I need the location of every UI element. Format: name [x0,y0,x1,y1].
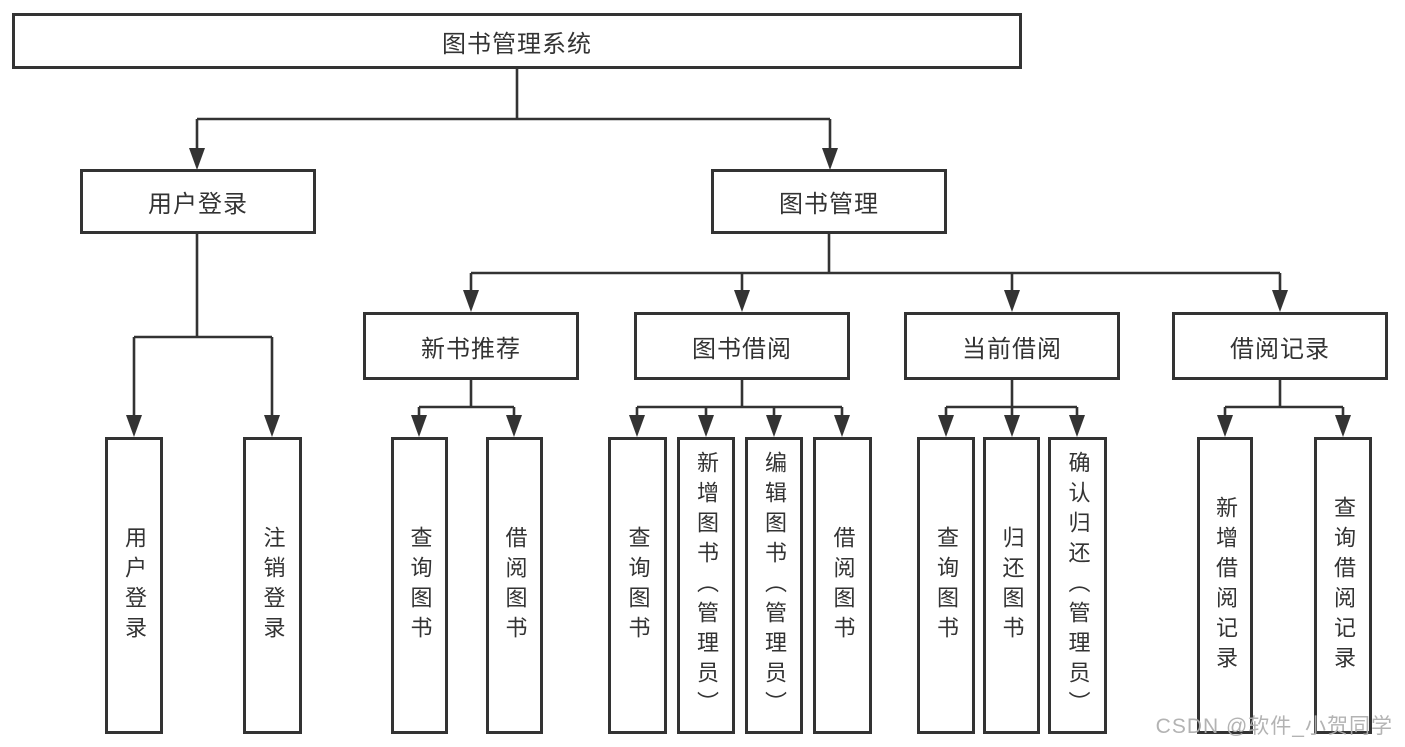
leaf-records-query-record: 查询借阅记录 [1314,437,1372,734]
node-book-borrowing-label: 图书借阅 [692,335,792,363]
leaf-user-logout: 注销登录 [243,437,302,734]
leaf-borrowing-edit-books-admin: 编辑图书（管理员） [745,437,803,734]
connector-current-to-leaves [938,380,1085,437]
node-new-book-recommend: 新书推荐 [363,312,579,380]
node-root-system: 图书管理系统 [12,13,1022,69]
leaf-user-login-label: 用户登录 [122,525,147,646]
node-user-login-module: 用户登录 [80,169,316,234]
leaf-current-confirm-return-admin-label: 确认归还（管理员） [1065,450,1091,721]
leaf-borrowing-add-books-admin-label: 新增图书（管理员） [694,450,719,721]
leaf-borrowing-borrow-books-label: 借阅图书 [830,525,856,646]
leaf-borrowing-query-books-label: 查询图书 [625,525,651,646]
node-user-login-module-label: 用户登录 [148,191,248,218]
leaf-user-login: 用户登录 [105,437,163,734]
connector-records-to-leaves [1217,380,1351,437]
node-book-borrowing: 图书借阅 [634,312,850,380]
connector-borrowing-to-leaves [629,380,850,437]
node-borrowing-records-label: 借阅记录 [1230,335,1330,363]
node-current-borrowing: 当前借阅 [904,312,1120,380]
connector-bookmgmt-to-level3 [463,234,1288,312]
leaf-newbooks-query-books-label: 查询图书 [407,525,433,646]
connector-userlogin-to-leaves [126,234,280,437]
connector-newbooks-to-leaves [411,380,522,437]
node-borrowing-records: 借阅记录 [1172,312,1388,380]
leaf-current-confirm-return-admin: 确认归还（管理员） [1048,437,1107,734]
leaf-newbooks-borrow-books: 借阅图书 [486,437,543,734]
leaf-user-logout-label: 注销登录 [260,525,286,646]
node-current-borrowing-label: 当前借阅 [962,335,1062,363]
leaf-records-add-record: 新增借阅记录 [1197,437,1253,734]
csdn-watermark: CSDN @软件_小贺同学 [1155,715,1393,738]
node-root-system-label: 图书管理系统 [442,30,592,58]
connector-root-to-level2 [189,69,838,170]
leaf-borrowing-borrow-books: 借阅图书 [813,437,872,734]
leaf-current-return-books-label: 归还图书 [999,525,1025,646]
leaf-current-query-books: 查询图书 [917,437,975,734]
leaf-borrowing-edit-books-admin-label: 编辑图书（管理员） [762,450,787,721]
leaf-current-query-books-label: 查询图书 [934,525,959,646]
leaf-current-return-books: 归还图书 [983,437,1040,734]
node-new-book-recommend-label: 新书推荐 [421,335,521,363]
leaf-newbooks-query-books: 查询图书 [391,437,448,734]
leaf-borrowing-query-books: 查询图书 [608,437,667,734]
leaf-records-query-record-label: 查询借阅记录 [1331,495,1356,676]
leaf-borrowing-add-books-admin: 新增图书（管理员） [677,437,735,734]
leaf-newbooks-borrow-books-label: 借阅图书 [502,525,528,646]
node-book-management-module: 图书管理 [711,169,947,234]
leaf-records-add-record-label: 新增借阅记录 [1213,495,1238,676]
node-book-management-module-label: 图书管理 [779,191,879,218]
